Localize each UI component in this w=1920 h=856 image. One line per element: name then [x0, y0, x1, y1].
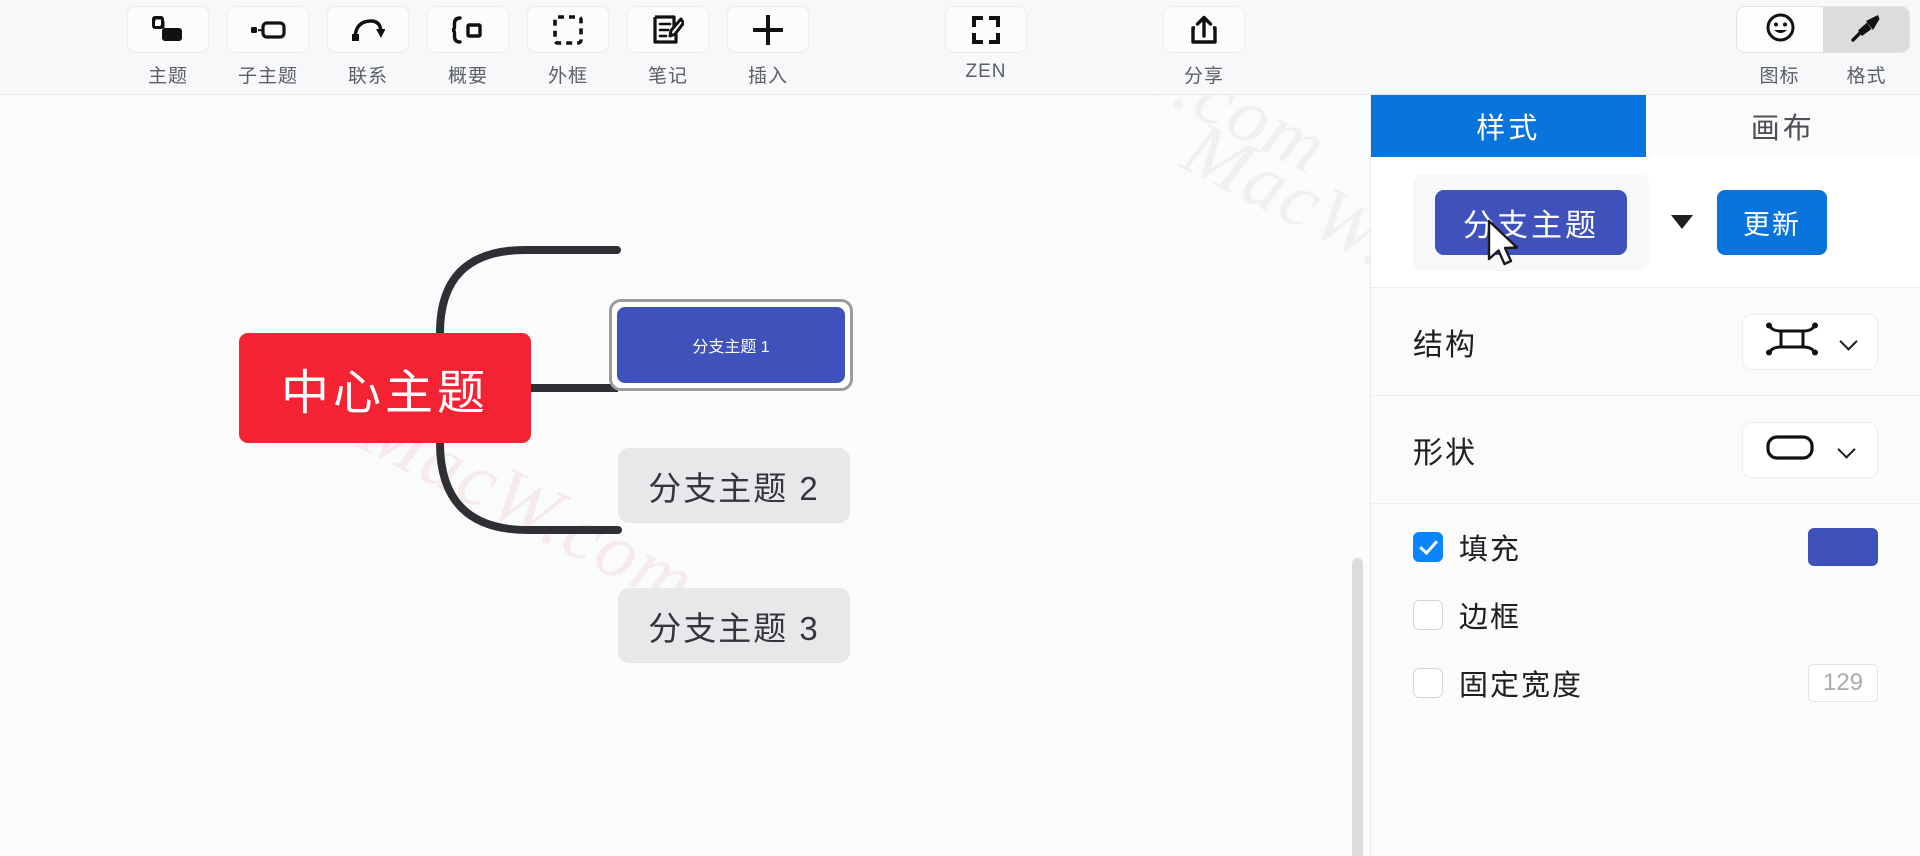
canvas-vertical-scrollbar[interactable]	[1352, 558, 1363, 856]
zen-button[interactable]	[945, 6, 1027, 53]
summary-button[interactable]	[427, 6, 509, 53]
border-row: 边框	[1413, 590, 1878, 640]
fullscreen-brackets-icon	[971, 15, 1001, 45]
share-button[interactable]	[1163, 6, 1245, 53]
topic-icon	[151, 15, 185, 45]
panel-tabs: 样式 画布	[1371, 95, 1920, 157]
structure-mindmap-icon	[1764, 322, 1820, 361]
fill-label: 填充	[1459, 534, 1522, 566]
shape-select[interactable]	[1742, 421, 1878, 478]
toolbar-label-note: 笔记	[647, 66, 688, 87]
paintbrush-icon	[1851, 12, 1881, 47]
fixed-width-label: 固定宽度	[1459, 670, 1584, 702]
toolbar-item-topic[interactable]: 主题	[118, 0, 218, 95]
boundary-dashed-icon	[553, 14, 583, 45]
subtopic-button[interactable]	[227, 6, 309, 53]
branch-topic-node-3[interactable]: 分支主题 3	[618, 588, 850, 663]
shape-label: 形状	[1413, 436, 1477, 470]
style-preview-row: 分支主题 更新	[1371, 157, 1920, 288]
border-checkbox[interactable]	[1413, 600, 1443, 630]
checkbox-group: 填充 边框 固定宽度	[1371, 504, 1920, 708]
fill-checkbox[interactable]	[1413, 532, 1443, 562]
toolbar-label-summary: 概要	[447, 66, 488, 87]
segment-control	[1736, 6, 1910, 53]
subtopic-icon	[250, 19, 286, 41]
border-label: 边框	[1459, 602, 1522, 634]
branch-topic-node-2[interactable]: 分支主题 2	[618, 448, 850, 523]
toolbar-right-segment: 图标 格式	[1736, 6, 1910, 88]
fixed-width-input[interactable]	[1808, 664, 1878, 702]
segment-label-icons: 图标	[1759, 66, 1800, 87]
relation-arrow-icon	[351, 17, 385, 43]
toolbar-item-share[interactable]: 分享	[1154, 0, 1254, 95]
toolbar-item-zen[interactable]: ZEN	[936, 0, 1036, 95]
toolbar-label-zen: ZEN	[965, 61, 1007, 82]
toolbar-label-insert: 插入	[747, 66, 788, 87]
toolbar-primary-group: 主题 子主题	[118, 0, 818, 95]
toolbar-label-share: 分享	[1183, 66, 1224, 87]
chevron-down-icon[interactable]	[1671, 215, 1693, 229]
boundary-button[interactable]	[527, 6, 609, 53]
note-edit-icon	[652, 14, 684, 45]
main-toolbar: 主题 子主题	[0, 0, 1920, 95]
insert-button[interactable]	[727, 6, 809, 53]
toolbar-item-note[interactable]: 笔记	[618, 0, 718, 95]
toolbar-item-relation[interactable]: 联系	[318, 0, 418, 95]
segment-label-format: 格式	[1846, 66, 1887, 87]
structure-select[interactable]	[1742, 313, 1878, 370]
fixed-width-row: 固定宽度	[1413, 658, 1878, 708]
tab-canvas[interactable]: 画布	[1750, 113, 1815, 145]
toolbar-label-topic: 主题	[147, 66, 188, 87]
fill-left: 填充	[1413, 526, 1521, 568]
structure-row: 结构	[1371, 288, 1920, 396]
smiley-face-icon	[1766, 13, 1795, 47]
toolbar-label-relation: 联系	[347, 66, 388, 87]
relation-button[interactable]	[327, 6, 409, 53]
structure-label: 结构	[1413, 328, 1477, 362]
connector-lines	[436, 246, 622, 534]
tab-style[interactable]: 样式	[1371, 95, 1646, 157]
format-tab-button[interactable]	[1823, 7, 1909, 52]
rounded-rect-shape-icon	[1765, 432, 1815, 467]
fill-row: 填充	[1413, 522, 1878, 572]
border-left: 边框	[1413, 594, 1521, 636]
central-topic-node[interactable]: 中心主题	[239, 333, 531, 443]
branch-topic-node-1[interactable]: 分支主题 1	[617, 307, 845, 383]
fixed-width-checkbox[interactable]	[1413, 668, 1443, 698]
style-chip-container: 分支主题	[1413, 173, 1649, 271]
chevron-down-icon	[1839, 442, 1855, 458]
toolbar-label-boundary: 外框	[547, 66, 588, 87]
topic-button[interactable]	[127, 6, 209, 53]
format-panel: 样式 画布 分支主题 更新 结构	[1370, 95, 1920, 856]
segment-labels: 图标 格式	[1736, 61, 1910, 88]
style-chip[interactable]: 分支主题	[1435, 189, 1627, 255]
plus-icon	[753, 14, 783, 45]
toolbar-label-subtopic: 子主题	[237, 66, 298, 87]
shape-row: 形状	[1371, 396, 1920, 504]
fixed-width-left: 固定宽度	[1413, 662, 1583, 704]
toolbar-item-summary[interactable]: 概要	[418, 0, 518, 95]
summary-icon	[451, 15, 485, 44]
icons-tab-button[interactable]	[1737, 7, 1823, 52]
note-button[interactable]	[627, 6, 709, 53]
toolbar-item-subtopic[interactable]: 子主题	[218, 0, 318, 95]
share-upload-icon	[1190, 15, 1218, 45]
update-button[interactable]: 更新	[1717, 189, 1827, 255]
toolbar-item-boundary[interactable]: 外框	[518, 0, 618, 95]
mindmap-canvas[interactable]: MacW.com MacW.com MacW.com 中心主题 分支主题 1 分…	[0, 95, 1370, 856]
fill-color-swatch[interactable]	[1808, 528, 1878, 566]
toolbar-item-insert[interactable]: 插入	[718, 0, 818, 95]
chevron-down-icon	[1841, 334, 1857, 350]
